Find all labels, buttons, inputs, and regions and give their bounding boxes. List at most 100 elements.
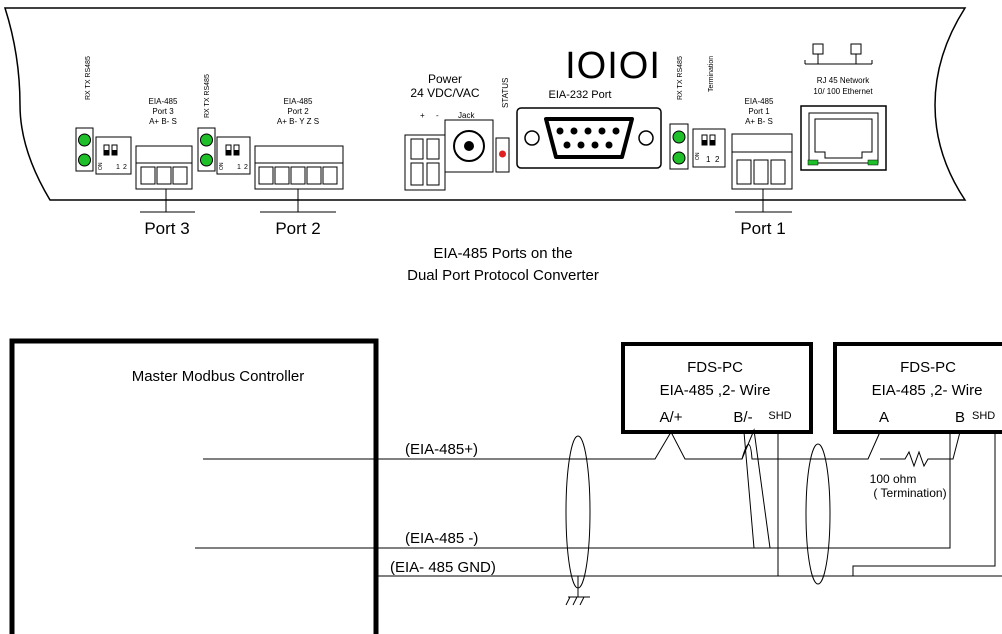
port2-sub: Port 2 <box>287 107 309 116</box>
port1-label: Port 1 <box>740 219 785 238</box>
port2-pins: A+ B- Y Z S <box>277 117 319 126</box>
port3-rx-led <box>78 133 91 147</box>
port1-termination-switch[interactable] <box>692 128 726 168</box>
network-icon <box>804 43 873 65</box>
rj45-label-line1: RJ 45 Network <box>817 76 870 85</box>
port3-dip-lever-fill-1 <box>104 150 109 155</box>
power-title: Power <box>428 72 462 86</box>
port2-dip-lever-fill-2 <box>234 150 239 155</box>
wire-shd-dev2 <box>852 432 996 576</box>
port2-rx-led <box>200 133 213 147</box>
power-minus: - <box>436 111 439 120</box>
ethernet-group: RJ 45 Network 10/ 100 Ethernet <box>800 43 887 171</box>
rj45-label-line2: 10/ 100 Ethernet <box>813 87 873 96</box>
fds-device-1-shd: SHD <box>768 410 791 422</box>
port1-pin-2 <box>753 159 769 185</box>
power-pin-minus-lower <box>426 162 440 186</box>
power-voltage: 24 VDC/VAC <box>410 86 479 100</box>
port2-pin-5 <box>322 166 338 185</box>
port3-pin-1 <box>140 166 156 185</box>
port2-pin-1 <box>258 166 274 185</box>
power-plus: + <box>420 111 425 120</box>
port3-label: Port 3 <box>144 219 189 238</box>
port2-pin-2 <box>274 166 290 185</box>
port2-pin-3 <box>290 166 306 185</box>
label-eia485-gnd: (EIA- 485 GND) <box>390 559 496 576</box>
port3-led-label: RX TX RS485 <box>85 56 92 100</box>
port1-dip-lever-fill-1 <box>702 140 707 145</box>
status-led <box>499 150 506 158</box>
port3-group: RX TX RS485 ON 1 2 EIA-485 Port 3 A+ B- … <box>75 56 195 238</box>
port1-group: RX TX RS485 Termination ON 1 2 EIA-485 P… <box>669 56 793 238</box>
port2-pin-4 <box>306 166 322 185</box>
caption-line1: EIA-485 Ports on the <box>433 245 572 262</box>
fds-device-2: FDS-PC EIA-485 ,2- Wire A B SHD <box>833 342 1002 434</box>
port1-pin-3 <box>770 159 786 185</box>
fds-device-1-name: FDS-PC <box>687 359 743 376</box>
fds-device-2-box <box>833 342 1002 434</box>
port3-dip-2: 2 <box>123 164 127 171</box>
rj45-socket <box>814 118 873 159</box>
eia232-group: IOIOI EIA-232 Port <box>516 45 662 169</box>
master-controller-label: Master Modbus Controller <box>132 368 305 385</box>
power-pin-minus <box>426 138 440 160</box>
label-eia485-minus: (EIA-485 -) <box>405 530 478 547</box>
shield-ellipse-right <box>805 443 831 585</box>
port2-dip-lever-fill-1 <box>226 150 231 155</box>
wire-eia485-minus-to-dev1-b <box>754 432 951 549</box>
panel-logo: IOIOI <box>565 45 661 87</box>
port1-tx-led <box>672 151 686 165</box>
caption-line2: Dual Port Protocol Converter <box>407 267 599 284</box>
rj45-link-led <box>807 159 819 166</box>
fds-device-2-a: A <box>879 409 889 426</box>
port3-sub: Port 3 <box>152 107 174 116</box>
status-group: STATUS <box>495 78 510 173</box>
port1-pins: A+ B- S <box>745 117 773 126</box>
port2-dip-1: 1 <box>237 164 241 171</box>
port3-dip-lever-fill-2 <box>112 150 117 155</box>
port3-tx-led <box>78 153 91 167</box>
db9-pins <box>556 127 620 149</box>
fds-device-2-shd: SHD <box>972 410 995 422</box>
eia232-screw-left <box>524 130 540 146</box>
wire-plus-to-dev2-a <box>741 428 771 549</box>
db9-connector[interactable] <box>544 117 634 159</box>
eia232-screw-right <box>638 130 654 146</box>
power-jack-label: Jack <box>458 111 475 120</box>
fds-device-2-b: B <box>955 409 965 426</box>
fds-device-1-desc: EIA-485 ,2- Wire <box>660 382 771 399</box>
power-group: Power 24 VDC/VAC + - Jack <box>404 72 494 191</box>
port2-title: EIA-485 <box>284 97 313 106</box>
fds-device-1-a: A/+ <box>660 409 683 426</box>
status-label: STATUS <box>501 78 510 108</box>
power-pin-plus-lower <box>410 162 424 186</box>
port2-group: RX TX RS485 ON 1 2 EIA-485 Port 2 A+ B- … <box>197 74 344 238</box>
port2-dip-on: ON <box>219 162 225 170</box>
power-pin-plus <box>410 138 424 160</box>
port3-title: EIA-485 <box>149 97 178 106</box>
fds-device-1: FDS-PC EIA-485 ,2- Wire A/+ B/- SHD <box>621 342 813 434</box>
port1-dip-lever-fill-2 <box>710 140 715 145</box>
termination-label: Termination <box>708 56 715 92</box>
label-eia485-plus: (EIA-485+) <box>405 441 478 458</box>
port1-dip-2: 2 <box>715 155 720 164</box>
master-controller-box <box>9 338 379 634</box>
port1-rx-led <box>672 130 686 144</box>
port3-pins: A+ B- S <box>149 117 177 126</box>
termination-resistor <box>880 431 961 468</box>
port2-tx-led <box>200 153 213 167</box>
rj45-activity-led <box>867 159 879 166</box>
fds-device-1-b: B/- <box>733 409 752 426</box>
port3-dip-on: ON <box>98 162 104 170</box>
power-jack-inner <box>464 141 474 151</box>
port3-pin-3 <box>172 166 188 185</box>
eia232-label: EIA-232 Port <box>549 89 612 101</box>
port1-pin-1 <box>736 159 752 185</box>
master-controller: Master Modbus Controller <box>9 338 379 634</box>
resistor-note: ( Termination) <box>873 486 946 500</box>
ground-icon <box>565 576 590 606</box>
port2-label: Port 2 <box>275 219 320 238</box>
fds-device-2-desc: EIA-485 ,2- Wire <box>872 382 983 399</box>
port2-dip-2: 2 <box>244 164 248 171</box>
